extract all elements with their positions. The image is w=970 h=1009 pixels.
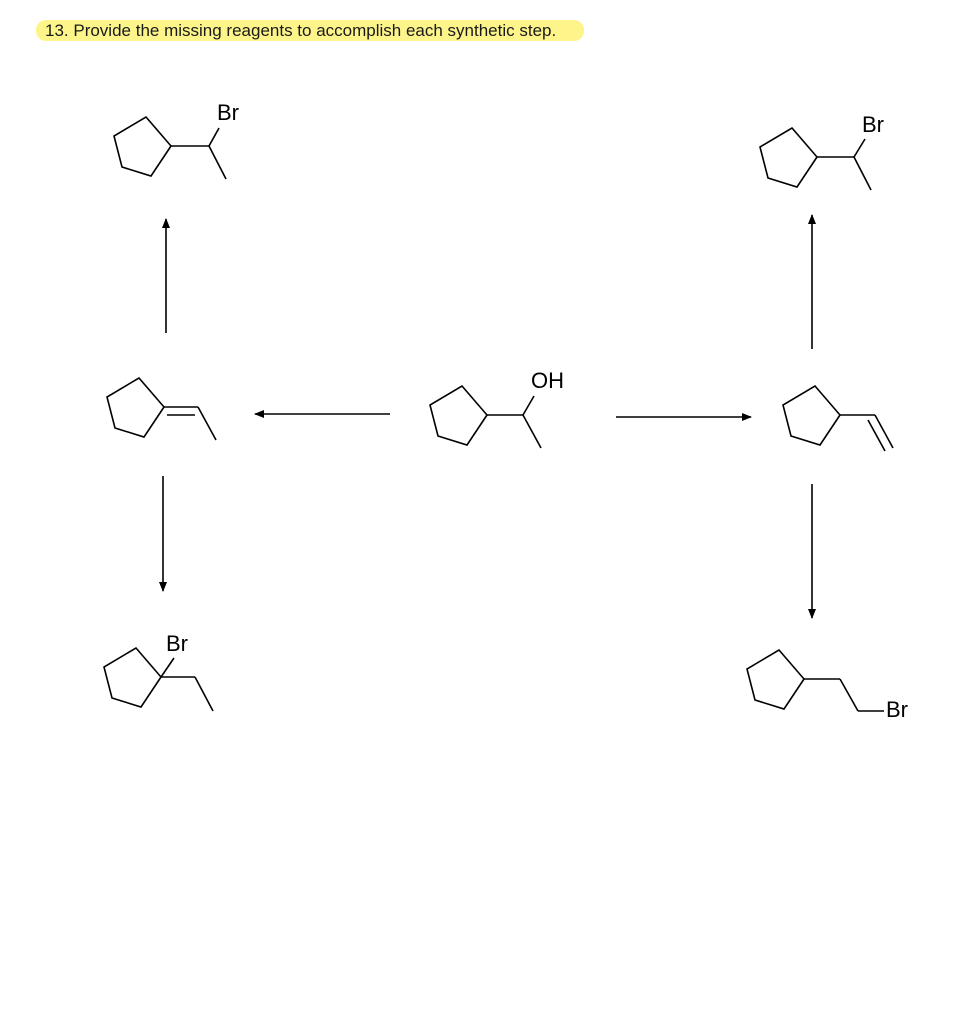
molecule-top-left	[113, 115, 227, 180]
question-text: 13. Provide the missing reagents to acco…	[36, 20, 585, 41]
molecule-bottom-right	[746, 648, 884, 712]
bromine-label-bottom-left: Br	[166, 631, 188, 656]
hydroxyl-label: OH	[531, 368, 564, 393]
molecule-middle-right	[782, 384, 894, 452]
bromine-label-bottom-right: Br	[886, 697, 908, 722]
molecule-center-alcohol	[429, 384, 542, 449]
bromine-label-top-left: Br	[217, 100, 239, 125]
molecule-middle-left	[106, 376, 217, 441]
molecule-top-right	[759, 126, 872, 191]
molecule-bottom-left	[103, 646, 214, 712]
bromine-label-top-right: Br	[862, 112, 884, 137]
